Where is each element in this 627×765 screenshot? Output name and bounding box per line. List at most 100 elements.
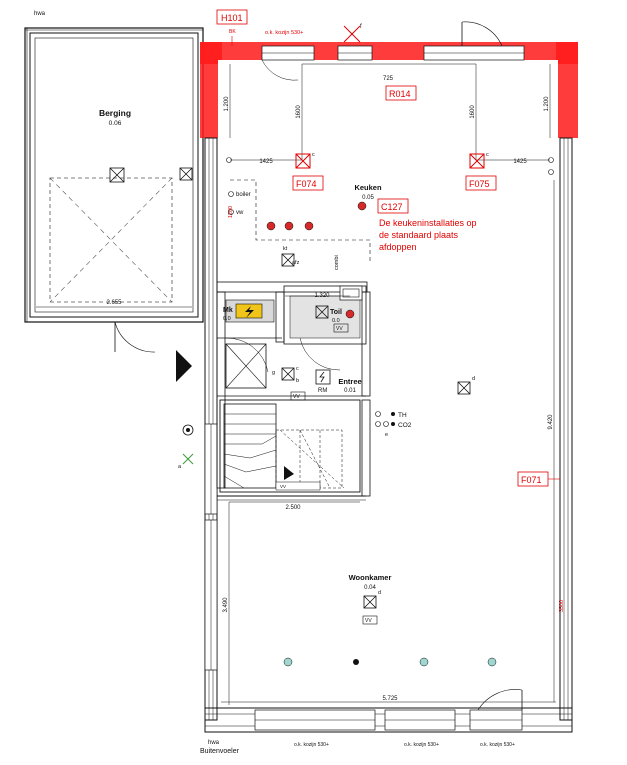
room-name-mk: Mk xyxy=(223,307,233,314)
top-door-swing xyxy=(461,21,503,47)
vv-box-2 xyxy=(290,391,306,401)
room-code-woonkamer: 0.04 xyxy=(364,585,376,591)
tag-f075-box xyxy=(465,175,497,191)
bottom-door-swing xyxy=(477,689,523,711)
entree-storage xyxy=(225,343,267,389)
room-name-entree: Entree xyxy=(338,377,361,386)
berging-shaft xyxy=(49,177,173,303)
entrance-arrow-icon xyxy=(176,350,192,382)
tag-r014-box xyxy=(385,85,417,101)
dim-5725: 5.725 xyxy=(382,696,398,702)
label-vv-2: VV xyxy=(293,394,300,400)
rookmelder-icon xyxy=(315,369,331,385)
label-kozijn-b2: o.k. kozijn 530+ xyxy=(404,742,439,748)
dim-1600-left: 1600 xyxy=(296,105,302,119)
label-b: b xyxy=(296,378,299,384)
dim-9420: 9.420 xyxy=(548,414,554,430)
dim-1200-right: 1.200 xyxy=(544,96,550,112)
label-bk: BK xyxy=(229,29,236,35)
label-combi: combi xyxy=(334,255,340,270)
label-d-woonkamer: d xyxy=(378,590,381,596)
light-fixture-f075-icon xyxy=(469,153,485,169)
label-kt: kt xyxy=(283,246,288,252)
label-th: TH xyxy=(398,412,407,419)
dim-1600-right: 1600 xyxy=(470,105,476,119)
room-code-toilet: 0.0 xyxy=(332,318,340,324)
label-afz: afz xyxy=(292,260,300,266)
dim-2655: 2.655 xyxy=(106,300,122,306)
label-c-f075: c xyxy=(486,152,489,158)
fixture-berging xyxy=(109,167,125,183)
label-hwa-bottom: hwa xyxy=(208,740,220,746)
label-boiler: boiler xyxy=(236,192,251,198)
label-c-mk: c xyxy=(296,366,299,372)
tag-c127: C127 xyxy=(381,202,403,212)
vv-box-3 xyxy=(362,615,378,625)
doorbell-icon xyxy=(182,424,194,436)
outdoor-light-icon xyxy=(182,453,194,465)
room-code-mk: 0.0 xyxy=(223,316,231,322)
berging-door-swing xyxy=(114,321,156,353)
fixture-mk xyxy=(281,367,295,381)
label-kozijn-top: o.k. kozijn 530+ xyxy=(265,30,303,36)
fixture-woonkamer xyxy=(363,595,377,609)
label-c-f074: c xyxy=(312,152,315,158)
red-outlet-icons xyxy=(266,201,367,319)
tag-f074-box xyxy=(292,175,324,191)
dim-3500-red: 3500 xyxy=(559,600,565,612)
room-name-keuken: Keuken xyxy=(354,183,382,192)
light-fixture-f074-icon xyxy=(295,153,311,169)
room-code-berging: 0.06 xyxy=(109,120,122,127)
dim-725: 725 xyxy=(383,76,394,82)
toilet-bowl xyxy=(339,285,363,301)
fixture-toilet xyxy=(315,305,329,319)
label-a: a xyxy=(178,464,182,470)
label-co2: CO2 xyxy=(398,422,412,429)
dim-2500: 2.500 xyxy=(285,505,301,511)
label-hwa-top: hwa xyxy=(34,11,46,17)
label-buitenvoeler: Buitenvoeler xyxy=(200,748,240,755)
tag-f074: F074 xyxy=(296,179,317,189)
dim-1425-left: 1425 xyxy=(259,159,273,165)
label-g: g xyxy=(272,370,275,376)
room-name-woonkamer: Woonkamer xyxy=(349,573,392,582)
label-vw: vw xyxy=(236,210,244,216)
fixture-entree xyxy=(457,381,471,395)
vv-box-1 xyxy=(333,323,349,333)
label-vv-4: VV xyxy=(280,484,286,489)
label-vv-1: VV xyxy=(336,326,343,332)
shaft-cross-b xyxy=(49,177,173,303)
label-vv-3: VV xyxy=(365,618,372,624)
room-name-toilet: Toil xyxy=(330,309,342,316)
meterkast-lightning-icon xyxy=(245,306,254,318)
dim-1320: 1.320 xyxy=(314,293,330,299)
fixture-berging-2 xyxy=(179,167,193,181)
dim-3490: 3.490 xyxy=(223,597,229,613)
top-junction-icon xyxy=(343,25,361,43)
wall-switch-icons xyxy=(226,157,554,427)
vent-icons xyxy=(283,657,497,667)
tag-c127-box xyxy=(377,198,409,214)
label-f: f xyxy=(360,24,362,30)
note-line-1: De keukeninstallaties op xyxy=(379,218,477,228)
tag-h101-box xyxy=(216,9,248,25)
room-code-keuken: 0.05 xyxy=(362,195,374,201)
tag-f071: F071 xyxy=(521,475,542,485)
dimension-lines xyxy=(221,63,556,705)
toilet-door-swing xyxy=(299,337,341,371)
tag-h101: H101 xyxy=(221,13,243,23)
label-d-entree: d xyxy=(472,376,475,382)
dim-1200-left: 1.200 xyxy=(224,96,230,112)
dim-1425-right: 1425 xyxy=(513,159,527,165)
label-e: e xyxy=(385,432,388,438)
berging-walls xyxy=(24,27,204,323)
label-kozijn-b3: o.k. kozijn 530+ xyxy=(480,742,515,748)
tag-f075: F075 xyxy=(469,179,490,189)
room-name-berging: Berging xyxy=(99,108,131,118)
label-kozijn-b1: o.k. kozijn 530+ xyxy=(294,742,329,748)
note-line-3: afdoppen xyxy=(379,242,417,252)
staircase xyxy=(223,403,345,491)
shaft-cross-a xyxy=(49,177,173,303)
top-window-swing xyxy=(261,59,299,81)
